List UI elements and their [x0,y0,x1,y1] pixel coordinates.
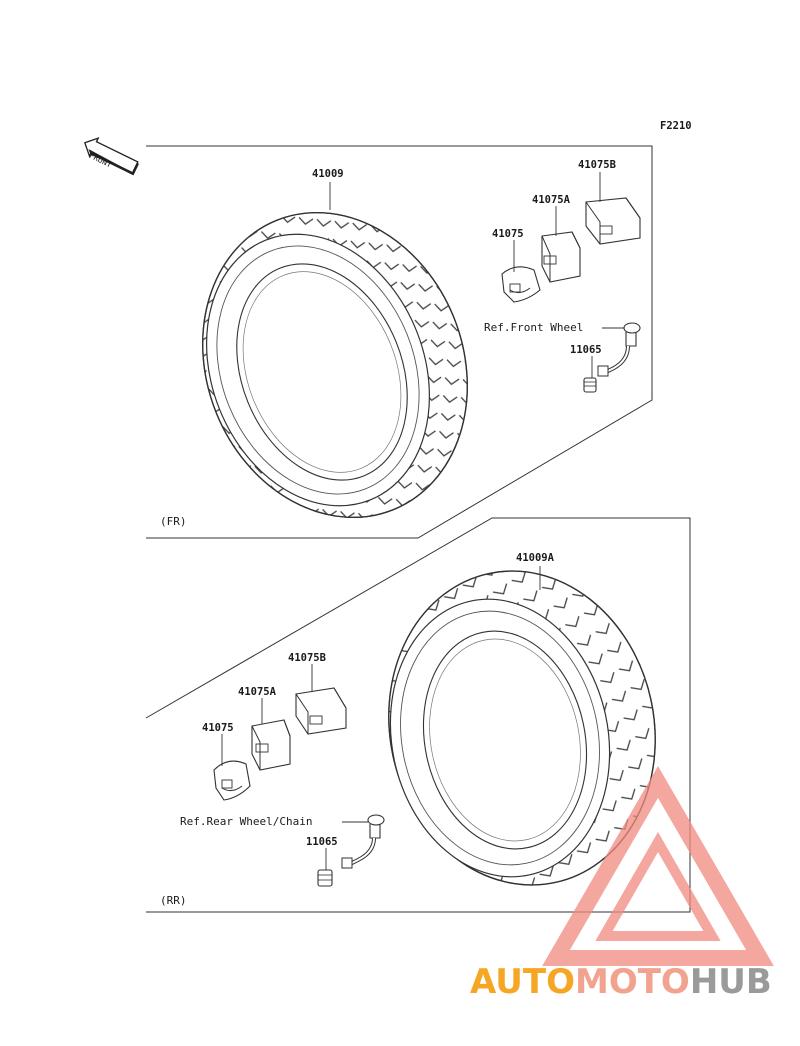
rear-rim-band [213,760,251,801]
rear-valve-cap [317,869,333,887]
rear-band-a-label: 41075A [238,686,276,698]
rear-valve-cap-label: 11065 [306,836,338,848]
front-ref-label: Ref.Front Wheel [484,321,584,334]
front-band-b-label: 41075B [578,159,616,171]
front-valve-cap-label: 11065 [570,344,602,356]
rear-tire [388,570,656,886]
front-valve-cap [583,377,597,393]
rear-rim-band-a [251,719,291,771]
rear-section-frame [145,517,691,913]
front-valve [597,322,641,377]
rear-band-label: 41075 [202,722,234,734]
front-section-frame [146,145,653,539]
watermark-logo [542,766,774,966]
front-rim-band-a [541,231,581,283]
front-band-label: 41075 [492,228,524,240]
front-rim-band-b [585,197,641,245]
leader-lines [221,172,624,870]
rear-ref-label: Ref.Rear Wheel/Chain [180,815,313,828]
front-section-label: (FR) [160,515,187,528]
front-direction-arrow [84,136,139,176]
rear-rim-band-b [295,687,347,735]
front-tire [202,211,468,519]
rear-tire-label: 41009A [516,552,554,564]
rear-valve [341,814,385,869]
watermark-text: AUTOMOTOHUB [470,962,772,1002]
figure-code: F2210 [660,120,692,132]
front-band-a-label: 41075A [532,194,570,206]
front-tire-label: 41009 [312,168,344,180]
rear-section-label: (RR) [160,894,187,907]
front-rim-band [501,266,541,303]
rear-band-b-label: 41075B [288,652,326,664]
